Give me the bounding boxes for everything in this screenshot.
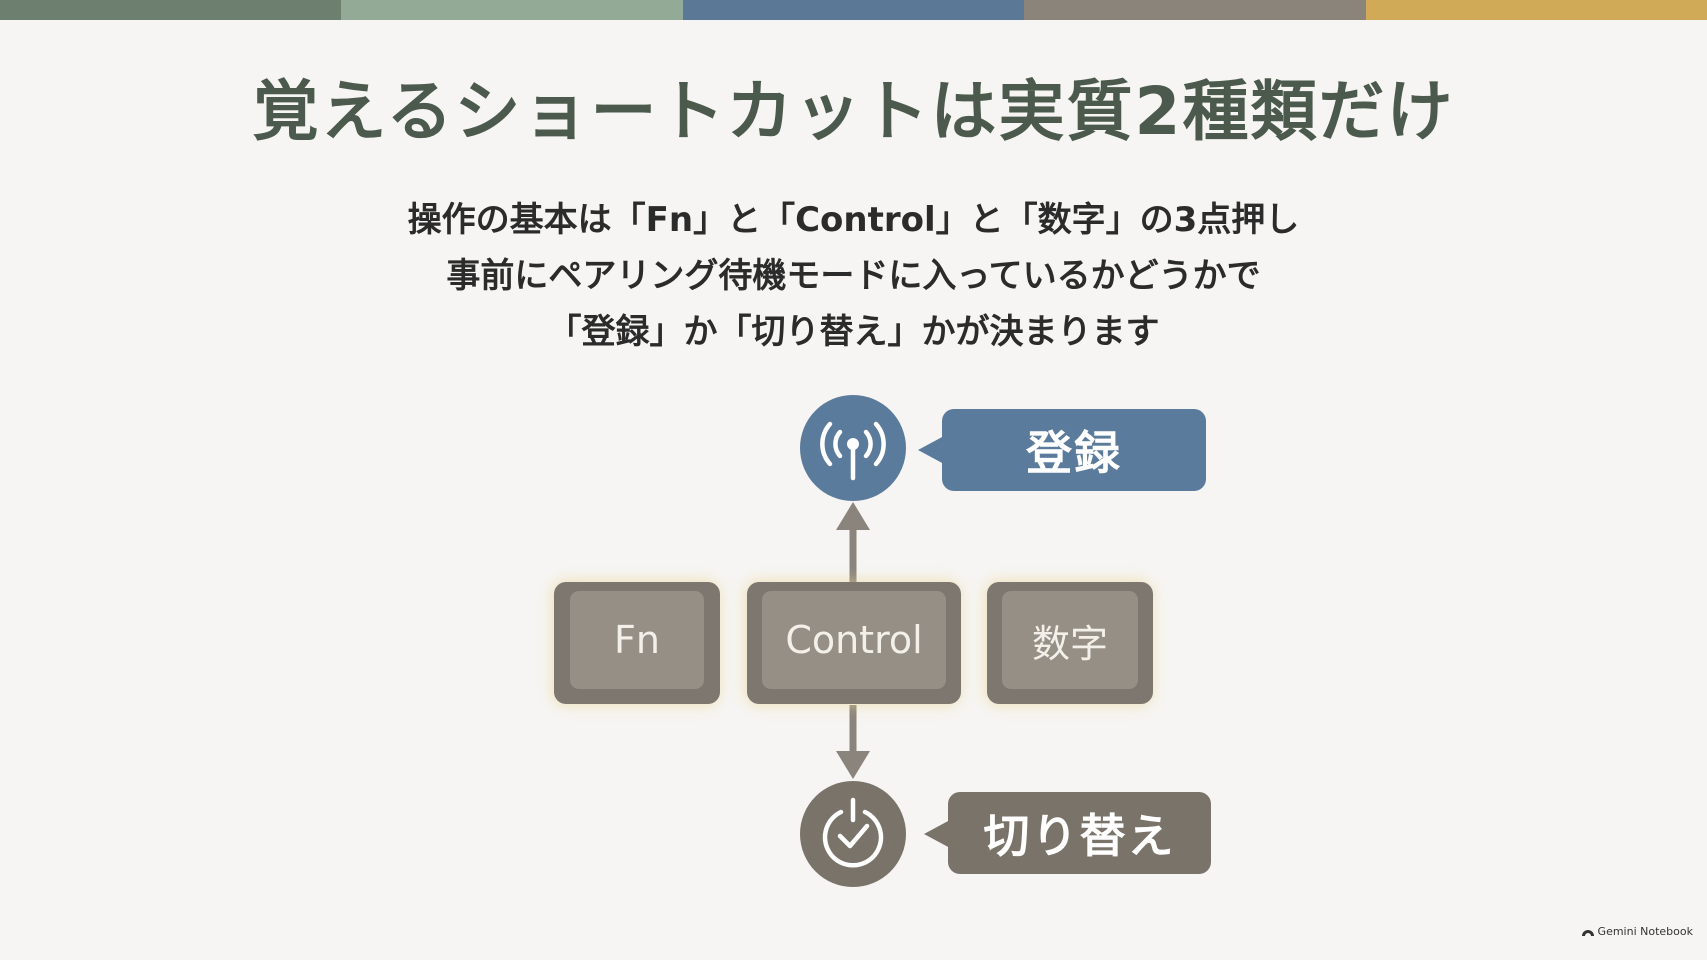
brand-name: Gemini Notebook [1597, 925, 1693, 938]
subtitle-line-2: 事前にペアリング待機モードに入っているかどうかで [446, 256, 1261, 296]
switch-label: 切り替え [983, 809, 1176, 863]
slide-subtitle: 操作の基本は「Fn」と「Control」と「数字」の3点押し 事前にペアリング待… [0, 192, 1707, 360]
down-arrow [836, 705, 870, 779]
brand-watermark: Gemini Notebook [1581, 925, 1693, 938]
key-fn [554, 582, 720, 704]
key-control-label: Control [785, 618, 923, 662]
subtitle-line-1: 操作の基本は「Fn」と「Control」と「数字」の3点押し [407, 200, 1300, 240]
switch-node [800, 781, 906, 887]
topbar-segment-5 [1365, 0, 1707, 20]
slide-title: 覚えるショートカットは実質2種類だけ [252, 73, 1455, 150]
power-check-icon [822, 797, 884, 868]
topbar-segment-4 [1024, 0, 1366, 20]
register-bubble [918, 409, 1206, 491]
switch-bubble [924, 792, 1211, 874]
register-label: 登録 [1026, 426, 1122, 480]
gemini-logo-icon [1581, 930, 1594, 936]
topbar-segment-3 [682, 0, 1025, 20]
topbar-segment-2 [341, 0, 683, 20]
key-control [747, 582, 961, 704]
key-number [987, 582, 1153, 704]
subtitle-line-3: 「登録」か「切り替え」かが決まります [547, 312, 1160, 352]
top-color-bar [0, 0, 1707, 20]
topbar-segment-1 [0, 0, 342, 20]
key-fn-label: Fn [614, 618, 660, 662]
key-number-label: 数字 [1031, 621, 1108, 666]
up-arrow [836, 502, 870, 582]
antenna-signal-icon [820, 421, 886, 481]
